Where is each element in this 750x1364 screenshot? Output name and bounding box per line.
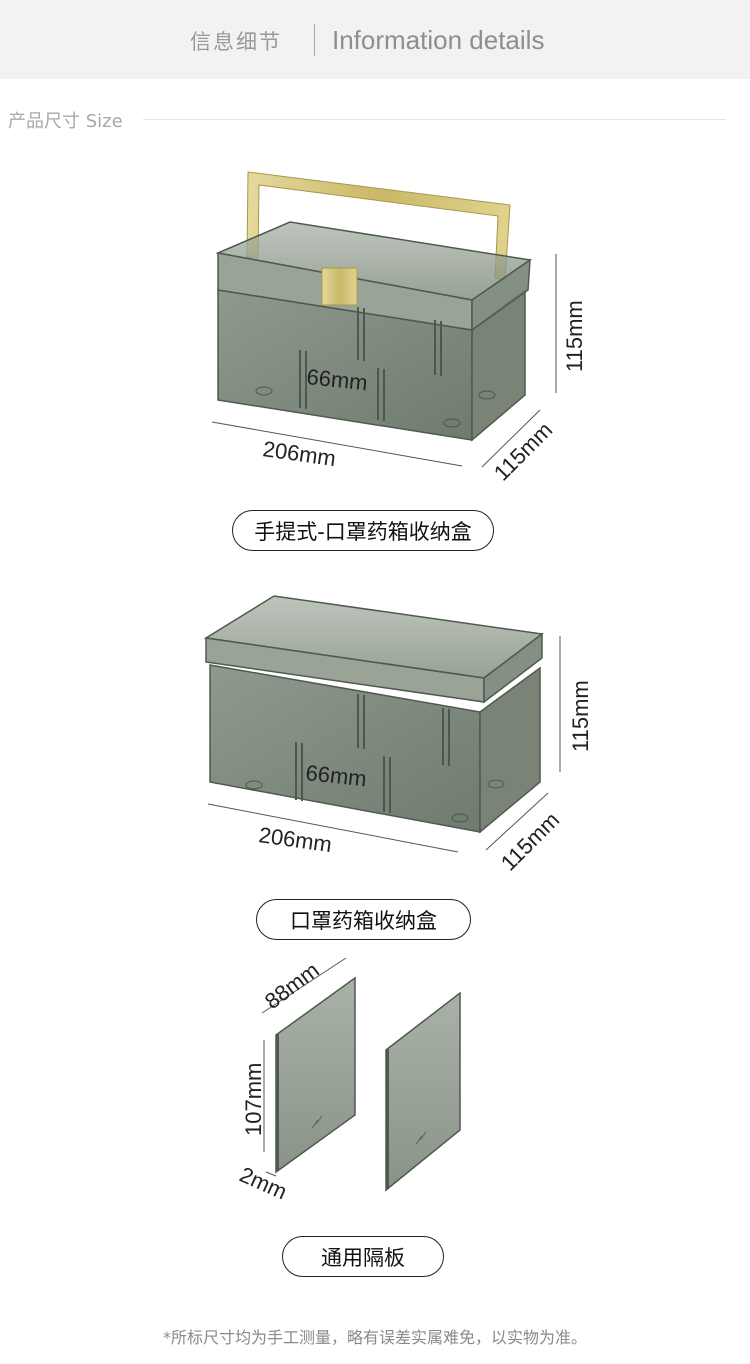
handle-box-width-label: 115mm (489, 417, 557, 485)
plain-box-length-label: 206mm (257, 822, 333, 857)
plain-box-width-label: 115mm (496, 807, 564, 875)
header-title-en: Information details (332, 25, 545, 55)
header-band (0, 0, 750, 79)
footnote: *所标尺寸均为手工测量，略有误差实属难免，以实物为准。 (162, 1328, 587, 1347)
divider-width-label: 88mm (260, 957, 324, 1014)
section-divider (143, 119, 726, 120)
handle-box-height-label: 115mm (562, 300, 587, 372)
plain-box-illustration (203, 595, 561, 853)
plain-box-height-label: 115mm (568, 680, 593, 752)
divider-panels-illustration (261, 957, 461, 1192)
handle-box-illustration (211, 171, 557, 468)
handle-box-name-pill: 手提式-口罩药箱收纳盒 (232, 510, 494, 551)
header-title-cn: 信息细节 (190, 30, 282, 54)
section-label: 产品尺寸 Size (8, 111, 123, 132)
divider-name-pill: 通用隔板 (282, 1236, 444, 1277)
header-divider (314, 24, 315, 56)
handle-box-length-label: 206mm (261, 436, 337, 471)
plain-box-name-pill: 口罩药箱收纳盒 (256, 899, 471, 940)
divider-height-label: 107mm (241, 1063, 266, 1136)
